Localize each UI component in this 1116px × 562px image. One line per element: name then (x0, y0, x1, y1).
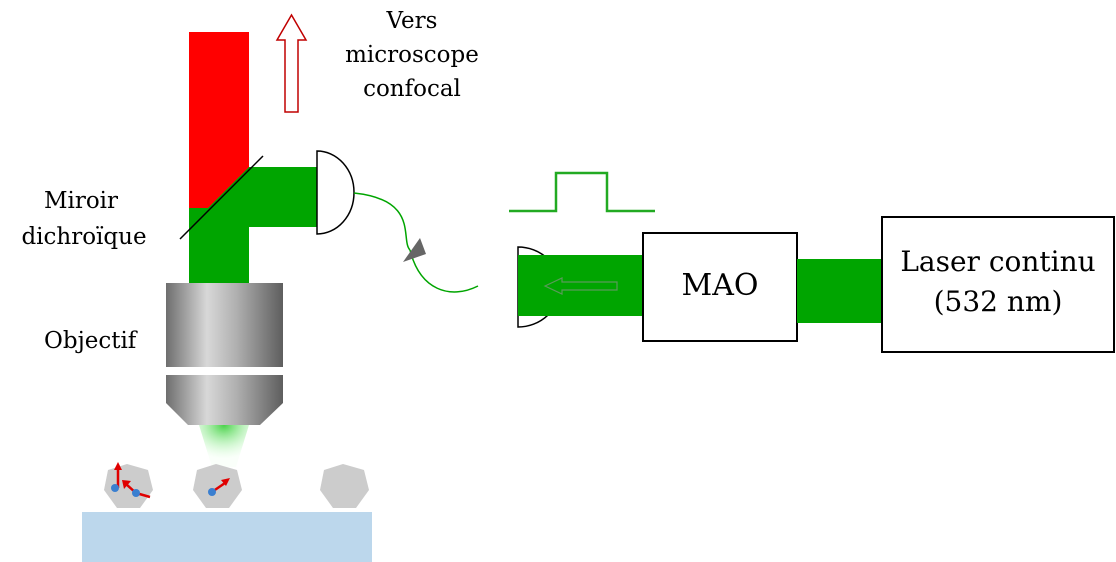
objective-label: Objectif (44, 328, 137, 354)
objective-lens (166, 283, 283, 425)
nv-centers-crystal-1 (111, 462, 151, 499)
aom-label: MAO (681, 268, 759, 303)
nanocrystal-2 (193, 464, 242, 508)
fiber-arrowhead (403, 238, 426, 262)
nv-center-crystal-2 (208, 478, 230, 496)
confocal-label-line2: microscope (345, 42, 479, 68)
optical-fiber (353, 192, 411, 251)
nanocrystal-3 (320, 464, 369, 508)
mirror-label-line1: Miroir (43, 188, 119, 214)
green-beam-horizontal (249, 167, 319, 227)
substrate (82, 512, 372, 562)
optical-fiber-lower (409, 249, 479, 293)
excitation-cone (199, 425, 249, 467)
laser-box (881, 216, 1115, 353)
confocal-arrow (275, 13, 308, 113)
green-beam-laser-out (797, 259, 882, 323)
fiber-coupler-top (316, 150, 355, 235)
confocal-label-line1: Vers (386, 8, 438, 34)
aom-box (642, 232, 798, 342)
laser-label-line1: Laser continu (900, 245, 1096, 278)
mirror-label-line2: dichroïque (21, 224, 147, 250)
beam-direction-arrow (543, 277, 618, 295)
dichroic-mirror (179, 155, 264, 240)
green-beam-aom-out (518, 255, 643, 316)
pulse-waveform (509, 171, 655, 213)
confocal-label-line3: confocal (363, 76, 461, 102)
green-beam-corner (189, 167, 249, 227)
laser-label-line2: (532 nm) (933, 285, 1063, 318)
